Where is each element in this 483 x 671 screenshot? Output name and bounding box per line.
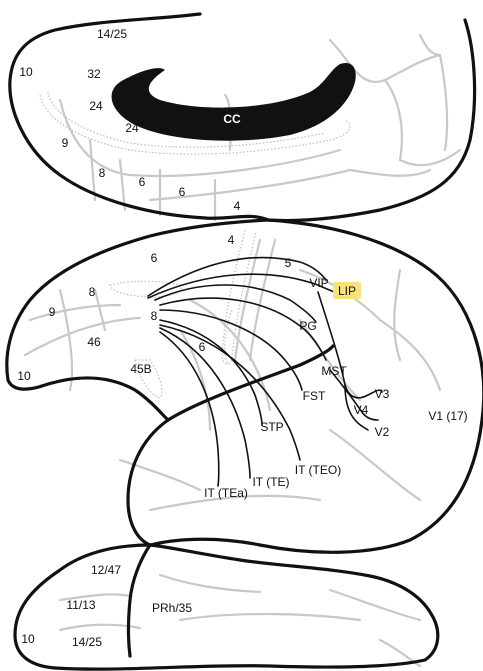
lip-highlight <box>333 282 361 299</box>
area-label: 5 <box>285 256 292 270</box>
target-label: IT (TE) <box>252 475 289 489</box>
area-label: 24 <box>125 121 139 135</box>
area-label: 32 <box>87 67 101 81</box>
area-label: 10 <box>21 632 35 646</box>
cc-label: CC <box>223 112 241 126</box>
orbital-hemisphere <box>13 543 440 671</box>
projection-pathways <box>147 256 383 487</box>
target-label: V3 <box>375 387 390 401</box>
target-label: IT (TEO) <box>295 463 341 477</box>
target-label-highlighted: LIP <box>338 284 356 298</box>
area-label: 4 <box>228 233 235 247</box>
target-label: MST <box>321 364 347 378</box>
target-label: STP <box>260 420 283 434</box>
area-label: 14/25 <box>97 27 127 41</box>
area-label: 6 <box>139 175 146 189</box>
target-label: PG <box>299 319 316 333</box>
medial-labels: CC 14/25 10 32 24 24 9 8 6 6 4 <box>19 27 241 213</box>
target-label: V2 <box>375 425 390 439</box>
target-label: IT (TEa) <box>204 486 248 500</box>
orbital-labels: 12/47 11/13 PRh/35 10 14/25 <box>21 563 192 649</box>
corpus-callosum <box>111 62 356 141</box>
medial-hemisphere <box>8 12 477 223</box>
area-label: 6 <box>199 340 206 354</box>
area-label: 14/25 <box>72 635 102 649</box>
area-label: 46 <box>87 335 101 349</box>
area-label: 8 <box>99 166 106 180</box>
lateral-sulcus <box>166 344 335 422</box>
area-label: 10 <box>19 65 33 79</box>
area-label: 9 <box>62 136 69 150</box>
area-label: 6 <box>179 185 186 199</box>
lateral-outline-temporal <box>126 418 170 547</box>
lateral-outline-frontal <box>5 218 270 422</box>
area-label: 10 <box>17 369 31 383</box>
area-label: 24 <box>89 99 103 113</box>
medial-outline <box>8 12 477 223</box>
target-label: VIP <box>309 276 328 290</box>
target-label: V4 <box>354 403 369 417</box>
area-label: V1 (17) <box>428 409 467 423</box>
area-label: 12/47 <box>91 563 121 577</box>
area-label: 4 <box>234 199 241 213</box>
lateral-labels: 4 6 5 8 9 8 46 10 6 45B V1 (17) VIP LIP … <box>17 233 467 500</box>
orbital-outline <box>13 543 440 671</box>
area-label: 8 <box>89 285 96 299</box>
lateral-outline-posterior <box>148 218 483 554</box>
area-label: 6 <box>151 251 158 265</box>
orbital-inner-outline <box>126 543 152 658</box>
lateral-hemisphere <box>5 218 483 554</box>
area-label: 9 <box>49 305 56 319</box>
target-label: FST <box>303 389 326 403</box>
area-label: PRh/35 <box>152 601 192 615</box>
area-label: 8 <box>151 309 158 323</box>
area-label: 45B <box>130 362 151 376</box>
area-label: 11/13 <box>66 598 95 612</box>
